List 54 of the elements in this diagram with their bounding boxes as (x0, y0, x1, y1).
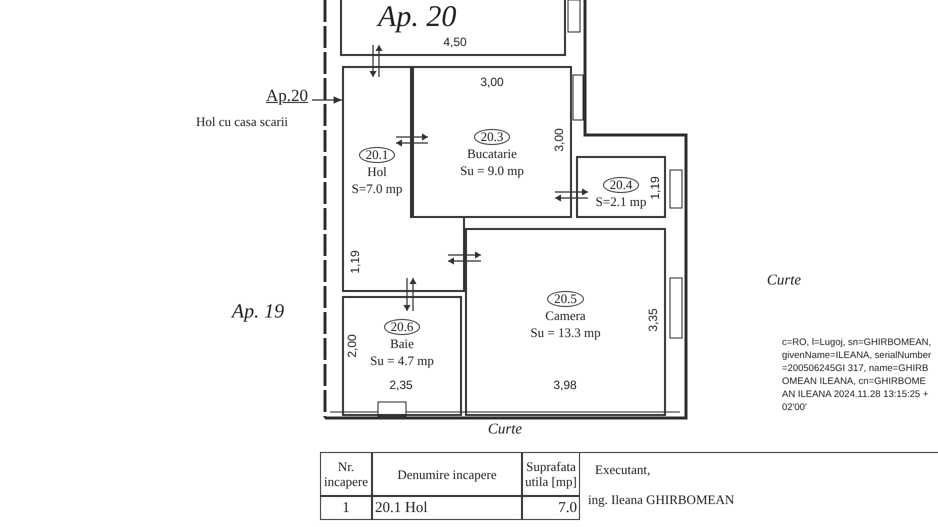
living-room (465, 228, 666, 416)
room-name: Bucatarie (467, 146, 517, 161)
room-area: Su = 9.0 mp (460, 163, 524, 178)
table-cell: 7.0 (522, 496, 580, 520)
door-arrow (448, 257, 481, 265)
door-arrow (555, 188, 588, 196)
yard-label: Curte (766, 272, 802, 290)
door-arrow (369, 45, 377, 77)
room-area: S=7.0 mp (352, 181, 402, 196)
table-header-cell: Denumire incapere (372, 452, 522, 496)
room-area: Su = 4.7 mp (370, 353, 434, 368)
executant-label: Executant, (595, 462, 650, 478)
room-name: Camera (545, 308, 586, 323)
room-area: Su = 13.3 mp (530, 325, 601, 340)
room-number: 20.1 (358, 147, 396, 163)
entrance-label-text: Ap.20 (266, 86, 308, 106)
digital-signature-text: c=RO, l=Lugoj, sn=GHIRBOMEAN, givenName=ILEANA, serialNumber=200506245GI 317, name=GHIRBOMEAN ILEANA, cn=GHIRBOMEAN ILEANA 2024.11.28 13:15:25 +02'00' (782, 336, 932, 414)
engineer-name: ing. Ileana GHIRBOMEAN (588, 492, 734, 508)
door-arrow (375, 45, 383, 77)
room-number: 20.5 (547, 291, 584, 307)
kitchen-room (412, 66, 572, 218)
dimension-label: 3,00 (552, 128, 566, 152)
dimension-label: 3,35 (646, 308, 660, 332)
dimension-label: 3,00 (480, 75, 504, 89)
apartment-room (340, 0, 566, 56)
door-arrow (409, 278, 417, 311)
stairwell-note: Hol cu casa scarii (196, 114, 288, 130)
bathroom-room (342, 296, 462, 416)
yard-label: Curte (488, 422, 522, 438)
storage-room (576, 156, 666, 218)
dimension-label: 3,98 (553, 378, 577, 392)
table-cell: 20.1 Hol (372, 496, 522, 520)
entrance-arrow (312, 96, 342, 104)
table-cell: 1 (320, 496, 372, 520)
room-area: S=2.1 mp (596, 194, 646, 209)
door-arrow (448, 251, 481, 259)
dimension-label: 1,19 (648, 176, 662, 200)
dimension-label: 1,19 (348, 250, 362, 274)
table-header-cell: Nr. incapere (320, 452, 372, 496)
door-arrow (396, 133, 428, 141)
dimension-label: 4,50 (443, 35, 467, 49)
room-number: 20.3 (474, 129, 510, 145)
door-arrow (555, 194, 588, 202)
room-number: 20.6 (384, 319, 420, 335)
neighbour-label: Ap. 19 (232, 300, 284, 324)
room-name: Baie (390, 336, 414, 351)
apartment-title: Ap. 20 (378, 0, 456, 34)
dimension-label: 2,00 (345, 334, 359, 358)
room-name: Hol (367, 164, 387, 179)
door-arrow (396, 139, 428, 147)
dimension-label: 2,35 (389, 378, 413, 392)
room-number: 20.4 (602, 177, 640, 193)
door-arrow (403, 278, 411, 311)
table-header-cell: Suprafata utila [mp] (522, 452, 580, 496)
